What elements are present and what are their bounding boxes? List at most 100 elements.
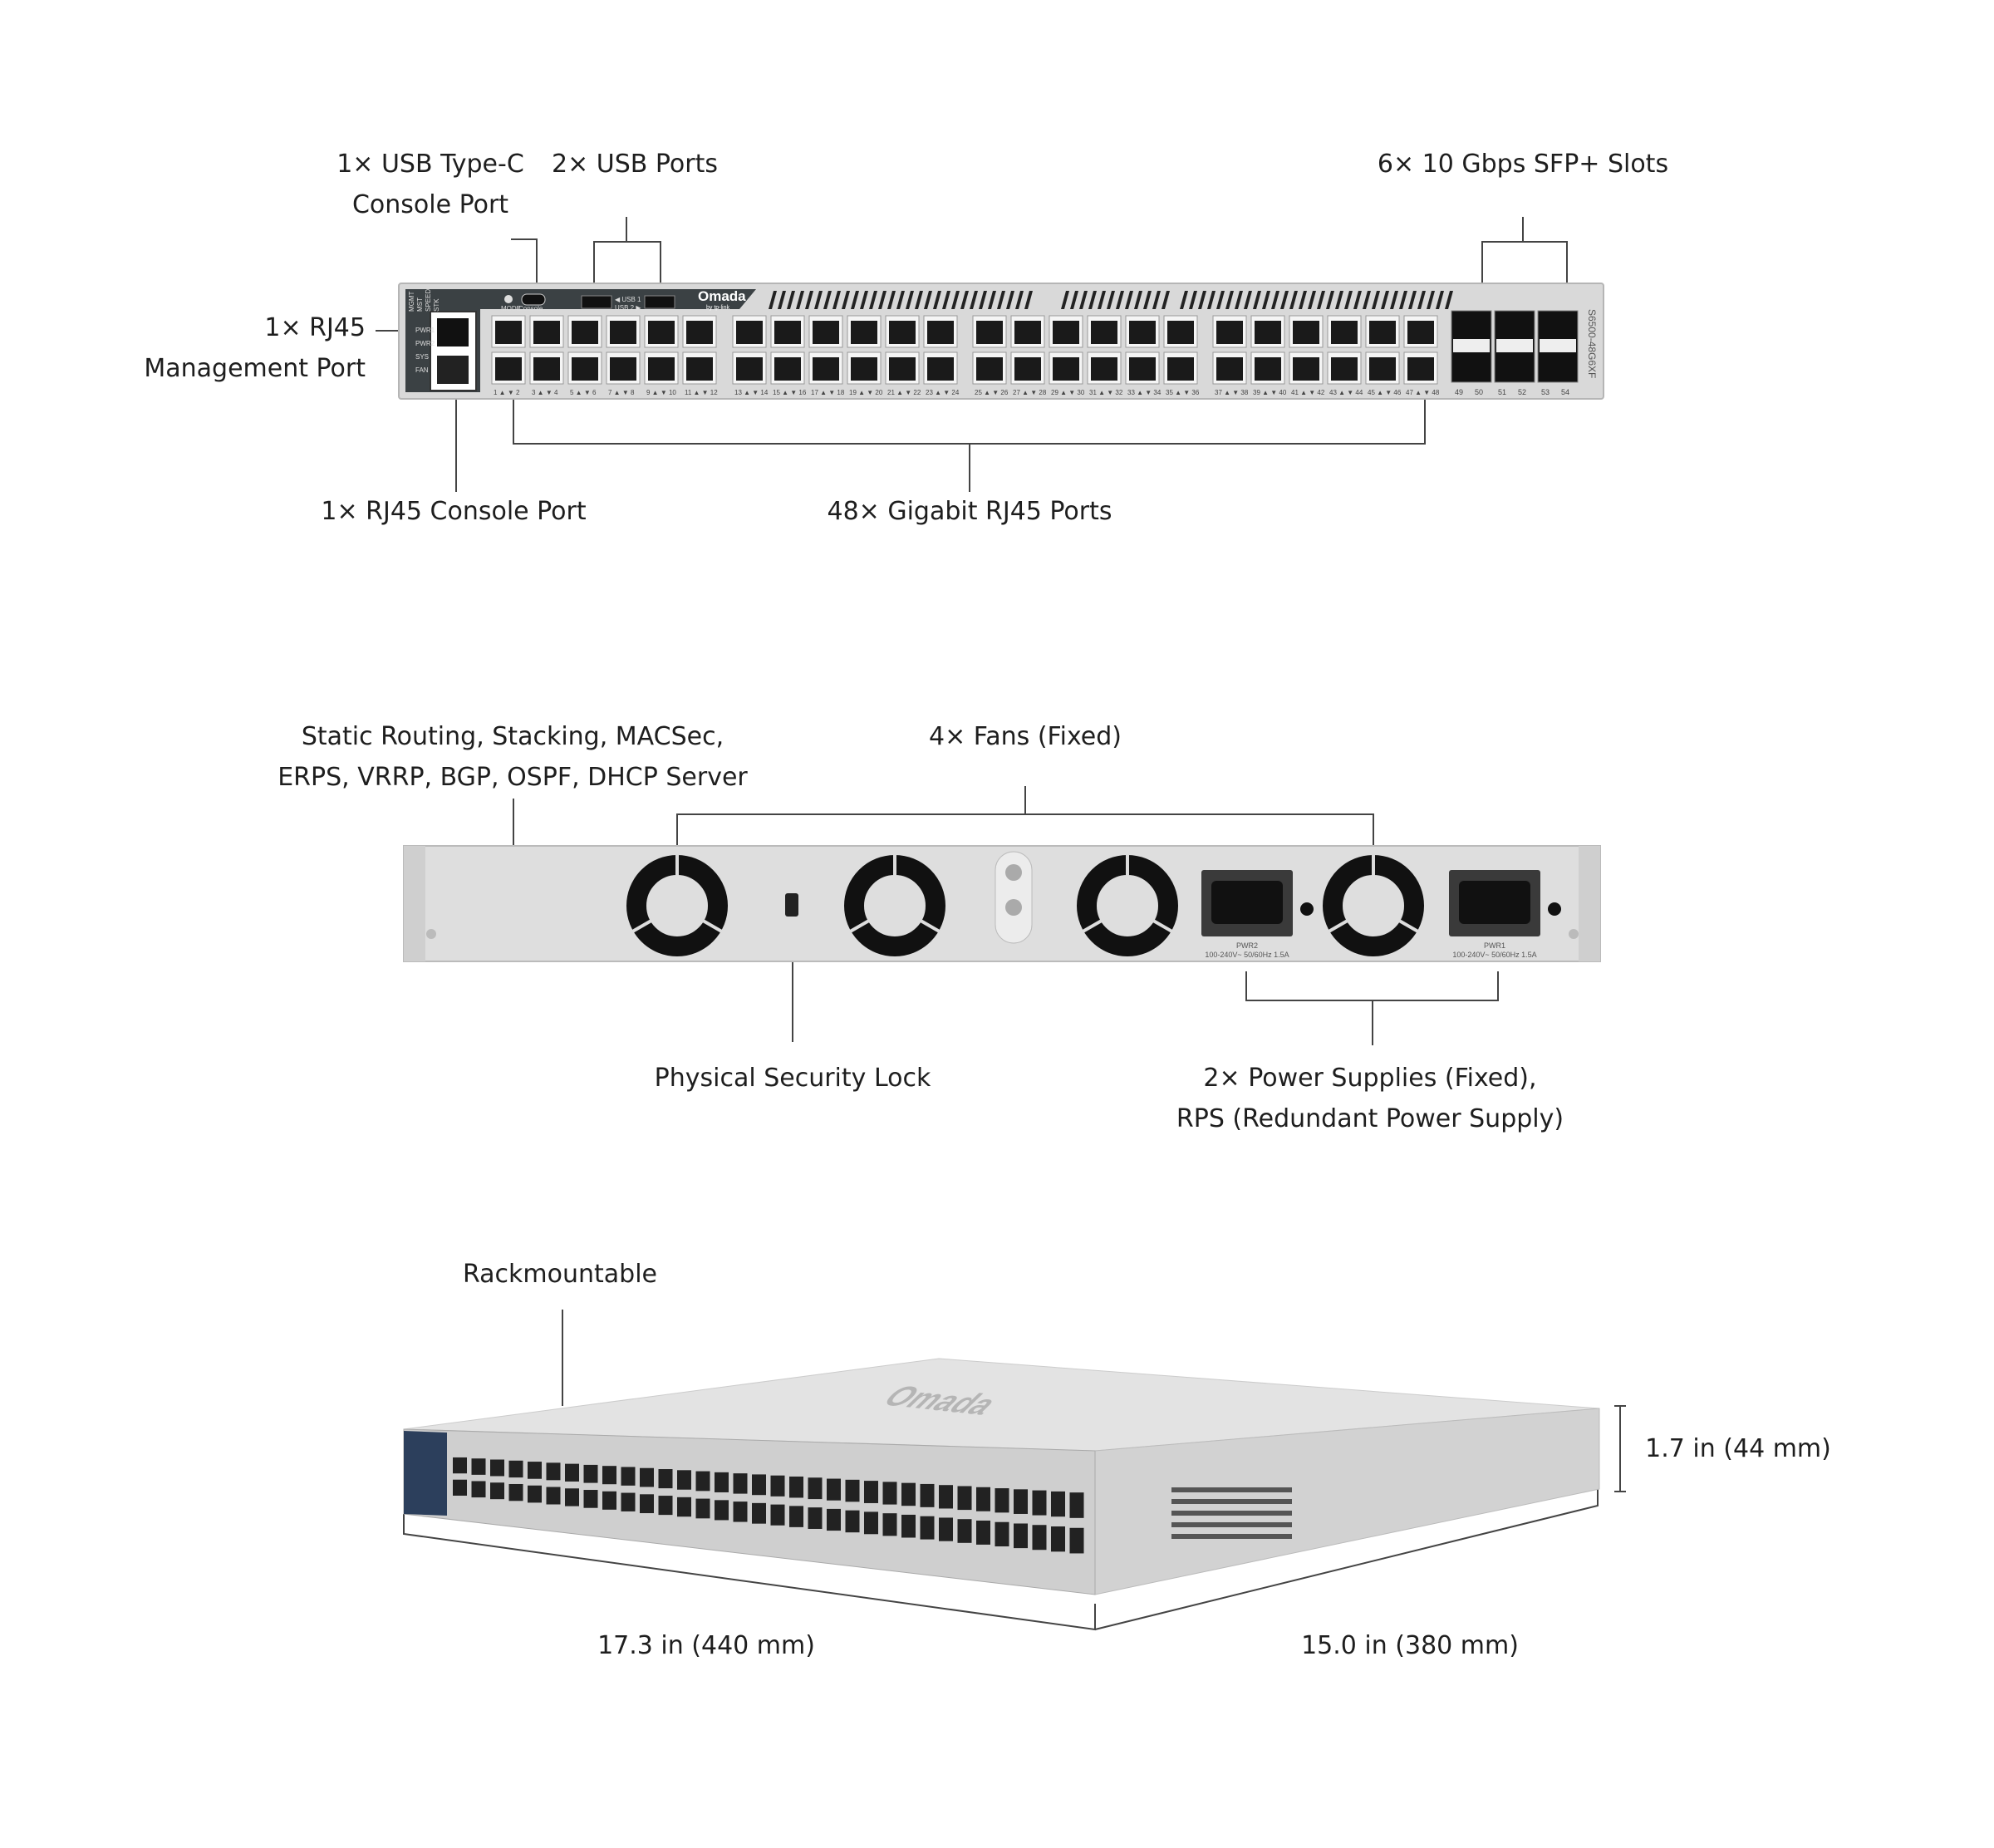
sfp-port-number: 50 [1475,388,1483,396]
rj45-jack [736,357,763,381]
rj45-jack [1014,357,1041,381]
port-number: 27 ▲ ▼ 28 [1013,389,1047,396]
rj45-jack [572,321,598,344]
usb-port-1 [581,295,612,309]
rj45-jack [648,321,675,344]
fans-callout: 4× Fans (Fixed) [929,722,1122,751]
security-lock-slot [785,893,798,917]
psu-name: PWR2 [1236,941,1258,950]
console-port [437,356,469,384]
rj45-jack [1091,321,1117,344]
grounding-plate [995,851,1033,944]
omada-logo: Omada [698,288,746,304]
usb-c-port [521,293,546,306]
sfp-callout: 6× 10 Gbps SFP+ Slots [1377,150,1669,179]
rj45-jack [976,321,1003,344]
usb-port-2 [644,295,675,309]
sfp-port-number: 51 [1498,388,1506,396]
rj45-jack [889,357,916,381]
rj45-jack [686,321,713,344]
usb1-label: ◀ USB 1 [615,296,641,303]
led-speed: SPEED [425,289,432,312]
port-number: 39 ▲ ▼ 40 [1253,389,1287,396]
port-number: 47 ▲ ▼ 48 [1406,389,1440,396]
port-number: 43 ▲ ▼ 44 [1329,389,1363,396]
port-number: 37 ▲ ▼ 38 [1215,389,1249,396]
port-number: 45 ▲ ▼ 46 [1368,389,1402,396]
isometric-view: Omada [403,1358,1600,1595]
rj45-jack [1129,321,1156,344]
width-callout: 17.3 in (440 mm) [597,1631,815,1660]
console-callout: 1× RJ45 Console Port [321,497,587,526]
mgmt-port [437,318,469,346]
rj45-jack [1407,321,1434,344]
port-number: 33 ▲ ▼ 34 [1127,389,1162,396]
rj45-jack [1216,321,1243,344]
rj45-jack [610,357,636,381]
mode-button [504,295,513,303]
rj45-jack [572,357,598,381]
tp-link-logo: by tp-link [706,305,730,311]
sfp-port-number: 49 [1455,388,1463,396]
lock-callout: Physical Security Lock [654,1064,931,1093]
rj45-jack [1053,321,1079,344]
model-label: S6500-48G6XF [1586,309,1598,378]
port-number: 21 ▲ ▼ 22 [887,389,921,396]
port-number: 17 ▲ ▼ 18 [811,389,845,396]
sfp-port-number: 54 [1561,388,1569,396]
rj45-jack [889,321,916,344]
depth-callout: 15.0 in (380 mm) [1301,1631,1519,1660]
port-number: 25 ▲ ▼ 26 [975,389,1009,396]
power-bracket [1245,971,1499,1045]
power-callout: 2× Power Supplies (Fixed),RPS (Redundant… [1176,1064,1564,1133]
port-number: 13 ▲ ▼ 14 [734,389,769,396]
sfp-port-number: 53 [1541,388,1550,396]
rj45-jack [610,321,636,344]
rackmount-callout: Rackmountable [462,1260,658,1289]
rj45-jack [774,321,801,344]
port-number: 23 ▲ ▼ 24 [926,389,960,396]
port-number: 19 ▲ ▼ 20 [849,389,883,396]
fans-bracket [676,786,1374,869]
rj45-jack [1255,357,1281,381]
port-number: 1 ▲ ▼ 2 [494,389,520,396]
height-dimension [1614,1405,1626,1492]
usb-c-leader [511,238,538,292]
rj45-jack [533,321,560,344]
rj45-jack [1369,357,1396,381]
rj45-jack [851,357,877,381]
rj45-jack [774,357,801,381]
rj45-jack [1293,357,1319,381]
console-label: Console [518,305,543,312]
rj45-jack [1293,321,1319,344]
rj45-jack [1129,357,1156,381]
features-callout: Static Routing, Stacking, MACSec,ERPS, V… [277,722,748,792]
port-number: 29 ▲ ▼ 30 [1051,389,1085,396]
rj45-jack [1167,357,1194,381]
port-number: 15 ▲ ▼ 16 [773,389,807,396]
rj45-bracket [513,390,1426,492]
usb2-label: USB 2 ▶ [615,304,641,312]
port-number: 41 ▲ ▼ 42 [1291,389,1325,396]
rj45-callout: 48× Gigabit RJ45 Ports [827,497,1112,526]
rj45-jack [533,357,560,381]
rj45-jack [1331,321,1358,344]
led-mgmt: MGMT [408,291,415,312]
led-sys: SYS [415,353,429,361]
sfp-bracket [1481,217,1568,292]
callout-lines [376,217,1626,1631]
led-fan: FAN [415,366,429,374]
rj45-jack [1053,357,1079,381]
psu-name: PWR1 [1484,941,1505,950]
rj45-jack [1331,357,1358,381]
port-number: 7 ▲ ▼ 8 [608,389,635,396]
rj45-jack [1216,357,1243,381]
